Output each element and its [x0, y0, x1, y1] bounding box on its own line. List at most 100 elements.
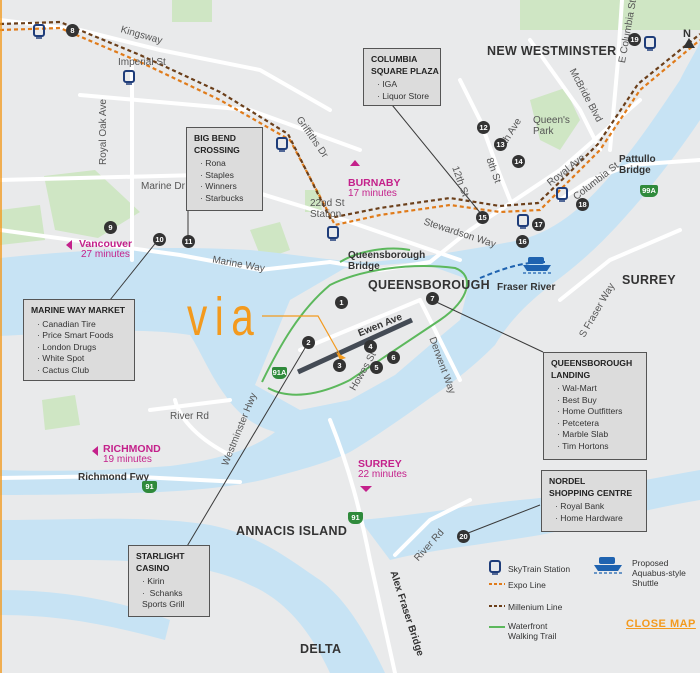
- destination-vancouver-time: 27 minutes: [81, 249, 130, 260]
- info-box-item: Wal-Mart: [557, 383, 639, 395]
- info-box-item: Staples: [200, 170, 255, 182]
- aquabus-shuttle-icon[interactable]: [522, 256, 552, 274]
- location-marker-5[interactable]: 5: [370, 361, 383, 374]
- destination-burnaby-time: 17 minutes: [348, 188, 397, 199]
- skytrain-station-icon[interactable]: [123, 70, 135, 85]
- e-columbia-road: [608, 0, 624, 152]
- park-area: [250, 222, 290, 260]
- location-marker-9[interactable]: 9: [104, 221, 117, 234]
- location-marker-1[interactable]: 1: [335, 296, 348, 309]
- skytrain-station-icon[interactable]: [644, 36, 656, 51]
- location-marker-18[interactable]: 18: [576, 198, 589, 211]
- location-marker-3[interactable]: 3: [333, 359, 346, 372]
- legend-millenium-label: Millenium Line: [508, 602, 563, 612]
- waterfront-trail: [261, 265, 468, 396]
- derwent-road: [418, 298, 462, 382]
- road-label-fraser-river: Fraser River: [497, 282, 556, 293]
- info-box-columbia-square-plaza[interactable]: COLUMBIA SQUARE PLAZA IGA Liquor Store: [363, 48, 441, 106]
- river-rd-road: [393, 498, 472, 557]
- callout-line: [431, 299, 544, 353]
- location-marker-6[interactable]: 6: [387, 351, 400, 364]
- info-box-item: Schanks Sports Grill: [142, 588, 202, 611]
- info-box-marine-way-market[interactable]: MARINE WAY MARKET Canadian Tire Price Sm…: [23, 299, 135, 381]
- location-marker-11[interactable]: 11: [182, 235, 195, 248]
- location-marker-19[interactable]: 19: [628, 33, 641, 46]
- road-label-river-rd: River Rd: [170, 411, 209, 422]
- legend-expo-label: Expo Line: [508, 580, 546, 590]
- location-marker-12[interactable]: 12: [477, 121, 490, 134]
- info-box-item: Best Buy: [557, 395, 639, 407]
- info-box-item: Canadian Tire: [37, 319, 127, 331]
- skytrain-station-icon[interactable]: [276, 137, 288, 152]
- location-marker-16[interactable]: 16: [516, 235, 529, 248]
- info-box-item: London Drugs: [37, 342, 127, 354]
- road-label-pattullo: Pattullo Bridge: [619, 154, 656, 176]
- info-box-item: Price Smart Foods: [37, 330, 127, 342]
- info-box-title: STARLIGHT CASINO: [136, 551, 185, 573]
- info-box-item: Petcetera: [557, 418, 639, 430]
- location-marker-13[interactable]: 13: [494, 138, 507, 151]
- skytrain-station-icon[interactable]: [33, 24, 45, 39]
- destination-surrey: SURREY: [358, 458, 402, 470]
- info-box-big-bend-crossing[interactable]: BIG BEND CROSSING Rona Staples Winners S…: [186, 127, 263, 211]
- callout-line: [182, 342, 309, 554]
- surrey-arrow: [360, 486, 372, 492]
- info-box-queensborough-landing[interactable]: QUEENSBOROUGH LANDING Wal-Mart Best Buy …: [543, 352, 647, 460]
- stewardson-road: [328, 98, 642, 273]
- info-box-item: Starbucks: [200, 193, 255, 205]
- destination-vancouver: Vancouver: [79, 238, 133, 250]
- location-marker-4[interactable]: 4: [364, 340, 377, 353]
- pattullo-road: [558, 158, 700, 202]
- location-marker-7[interactable]: 7: [426, 292, 439, 305]
- info-box-item: Home Hardware: [555, 513, 639, 525]
- legend-expo-swatch: [489, 583, 505, 585]
- area-label-new-westminster: NEW WESTMINSTER: [487, 44, 617, 58]
- road-label-queens-park: Queen's Park: [533, 115, 570, 137]
- ewen-highlight: [296, 317, 414, 375]
- location-marker-2[interactable]: 2: [302, 336, 315, 349]
- location-marker-15[interactable]: 15: [476, 211, 489, 224]
- skytrain-station-icon[interactable]: [327, 226, 339, 241]
- close-map-button[interactable]: CLOSE MAP: [626, 618, 696, 630]
- info-box-title: QUEENSBOROUGH LANDING: [551, 358, 633, 380]
- location-marker-10[interactable]: 10: [153, 233, 166, 246]
- ewen-road: [298, 298, 422, 352]
- highway-shield-91a: 91A: [272, 367, 287, 379]
- info-box-item: Home Outfitters: [557, 406, 639, 418]
- area-label-annacis-island: ANNACIS ISLAND: [236, 524, 348, 538]
- park-area: [44, 170, 140, 238]
- river-rd-road: [148, 398, 232, 412]
- skytrain-station-icon[interactable]: [517, 214, 529, 229]
- location-marker-8[interactable]: 8: [66, 24, 79, 37]
- info-box-item: Winners: [200, 181, 255, 193]
- road-label-imperial: Imperial St: [118, 57, 166, 68]
- expo-line: [0, 26, 700, 227]
- twelfth-road: [458, 78, 512, 202]
- alex-fraser-road: [328, 418, 397, 673]
- via-pointer: [262, 315, 341, 356]
- destination-burnaby: BURNABY: [348, 177, 401, 189]
- location-marker-14[interactable]: 14: [512, 155, 525, 168]
- info-box-starlight-casino[interactable]: STARLIGHT CASINO Kirin Schanks Sports Gr…: [128, 545, 210, 617]
- burnaby-arrow: [350, 160, 360, 166]
- info-box-title: NORDEL SHOPPING CENTRE: [549, 476, 633, 498]
- skytrain-station-icon[interactable]: [556, 187, 568, 202]
- location-marker-17[interactable]: 17: [532, 218, 545, 231]
- queens-park-area: [530, 88, 580, 150]
- location-marker-20[interactable]: 20: [457, 530, 470, 543]
- info-box-item: Liquor Store: [377, 91, 433, 103]
- legend-trail-label: Waterfront Walking Trail: [508, 621, 557, 641]
- highway-shield-91: 91: [142, 481, 157, 493]
- info-box-item: Royal Bank: [555, 501, 639, 513]
- queensborough-island: [255, 262, 470, 410]
- info-box-item: Rona: [200, 158, 255, 170]
- highway-shield-91: 91: [348, 512, 363, 524]
- highway-shield-99a: 99A: [640, 185, 658, 197]
- compass-north-label: N: [683, 28, 691, 40]
- info-box-nordel-shopping-centre[interactable]: NORDEL SHOPPING CENTRE Royal Bank Home H…: [541, 470, 647, 532]
- info-box-item: IGA: [377, 79, 433, 91]
- legend-millenium-swatch: [489, 605, 505, 607]
- info-box-title: BIG BEND CROSSING: [194, 133, 240, 155]
- info-box-title: COLUMBIA SQUARE PLAZA: [371, 54, 439, 76]
